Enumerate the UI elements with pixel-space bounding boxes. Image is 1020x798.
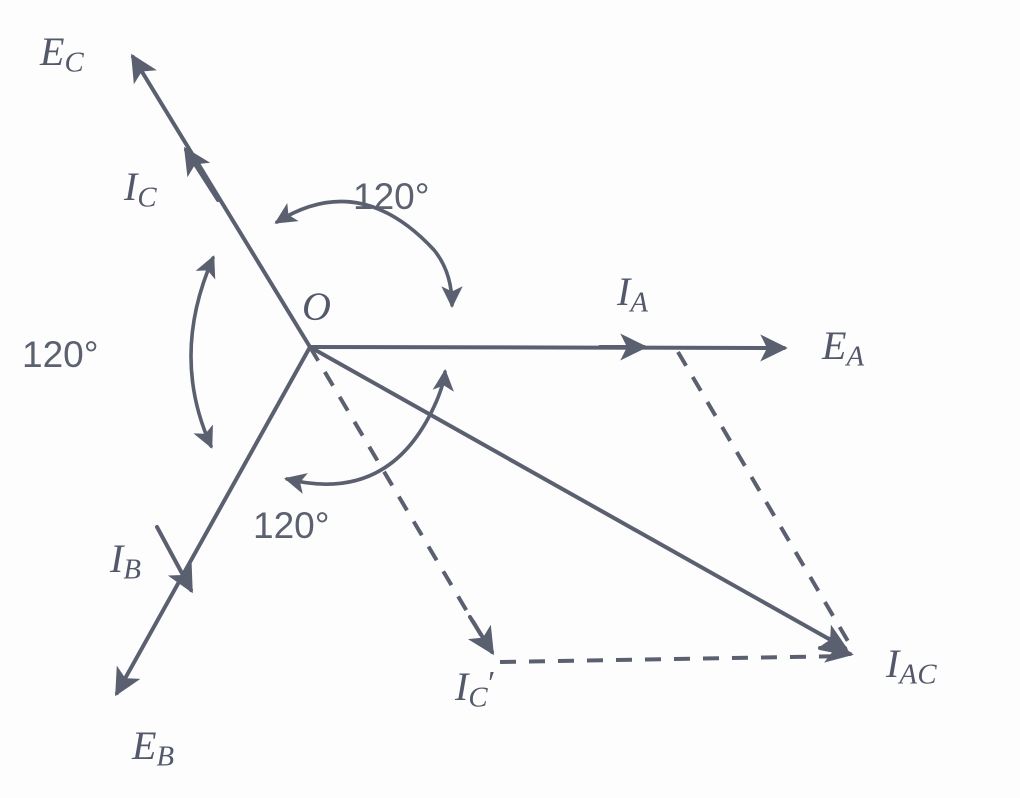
label-origin: O [302, 283, 331, 330]
label-ic: IC [124, 163, 157, 214]
angle-label-top: 120° [353, 176, 430, 218]
phasor-line-eb [115, 345, 312, 697]
current-marker-ib [155, 525, 193, 594]
label-ea-subscript: A [846, 340, 865, 373]
current-marker-ic [183, 146, 220, 202]
label-ia-main: I [617, 269, 631, 314]
phasor-line-iac [308, 345, 849, 650]
arrowhead-iac-tip [818, 636, 854, 663]
label-ea-main: E [822, 323, 847, 368]
angle-arc-bottom [284, 369, 454, 494]
angle-arc-top [274, 199, 463, 308]
angle-label-top-text: 120° [353, 176, 430, 217]
label-ib-subscript: B [123, 553, 142, 586]
arrowhead-ic-prime [467, 615, 494, 656]
angle-label-left-text: 120° [22, 334, 99, 375]
phasor-line-ea [308, 334, 788, 362]
label-ic-subscript: C [137, 181, 158, 214]
label-ic-prime: IC′ [455, 663, 495, 714]
angle-arc-left [189, 255, 216, 449]
label-iac: IAC [886, 640, 937, 691]
label-ia-subscript: A [630, 286, 649, 319]
label-iac-subscript: AC [899, 658, 938, 691]
phasor-axes-group [115, 53, 849, 697]
label-ec-main: E [40, 29, 65, 74]
label-iac-main: I [886, 641, 900, 686]
phasor-line-ec [131, 53, 312, 349]
label-eb-main: E [132, 723, 157, 768]
label-ia: IA [617, 268, 648, 319]
label-ic-main: I [124, 164, 138, 209]
label-icprime-subscript: C [468, 681, 489, 714]
angle-arcs-group [189, 199, 463, 494]
label-ib: IB [110, 535, 141, 586]
dashed-arrowheads-group [467, 615, 854, 663]
current-arrowheads-group [155, 146, 648, 594]
dashed-line-ic-prime [308, 345, 489, 647]
label-icprime-mark: ′ [488, 664, 496, 702]
angle-label-bottom: 120° [253, 505, 330, 547]
label-ea: EA [822, 322, 865, 373]
label-ec-subscript: C [64, 46, 85, 79]
angle-label-bottom-text: 120° [253, 505, 330, 546]
label-ec: EC [40, 28, 84, 79]
dashed-line-icprime-to-iac [499, 654, 847, 664]
label-ib-main: I [110, 536, 124, 581]
label-icprime-main: I [455, 664, 469, 709]
dashed-line-ia-to-iac [676, 350, 851, 645]
angle-label-left: 120° [22, 334, 99, 376]
label-origin-text: O [302, 284, 331, 329]
label-eb: EB [132, 722, 175, 773]
label-eb-subscript: B [156, 740, 175, 773]
